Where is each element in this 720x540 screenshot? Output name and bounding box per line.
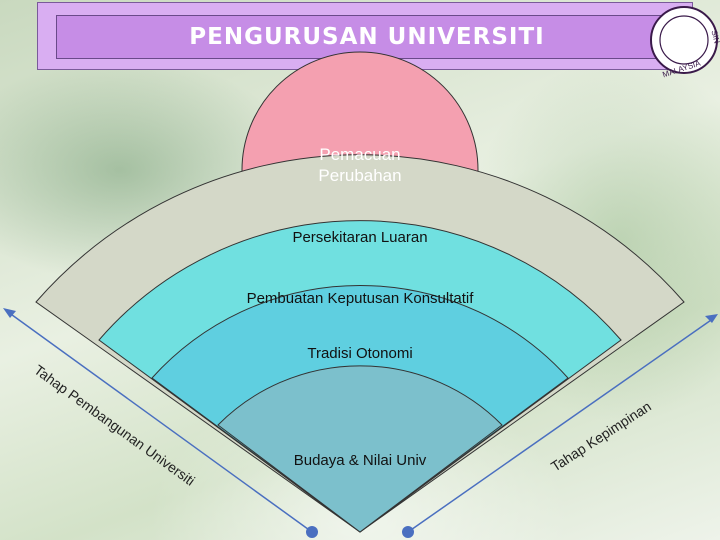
right-axis-arrow bbox=[402, 314, 718, 538]
svg-text:SIN: SIN bbox=[709, 29, 720, 44]
layer-label-budaya-nilai: Budaya & Nilai Univ bbox=[294, 452, 427, 469]
layer-label-tradisi-otonomi: Tradisi Otonomi bbox=[307, 345, 412, 362]
top-circle-label-line2: Perubahan bbox=[318, 166, 401, 185]
layer-label-pembuatan-keputusan: Pembuatan Keputusan Konsultatif bbox=[247, 290, 475, 307]
university-seal-logo: MALAYSIA SIN bbox=[650, 6, 720, 79]
layer-budaya-nilai bbox=[217, 365, 503, 533]
right-axis-label: Tahap Kepimpinan bbox=[548, 398, 654, 475]
layer-label-persekitaran-luaran: Persekitaran Luaran bbox=[292, 229, 427, 246]
left-axis-arrow bbox=[3, 308, 318, 538]
top-circle-label-line1: Pemacuan bbox=[319, 145, 400, 164]
page-title: PENGURUSAN UNIVERSITI bbox=[189, 24, 545, 50]
